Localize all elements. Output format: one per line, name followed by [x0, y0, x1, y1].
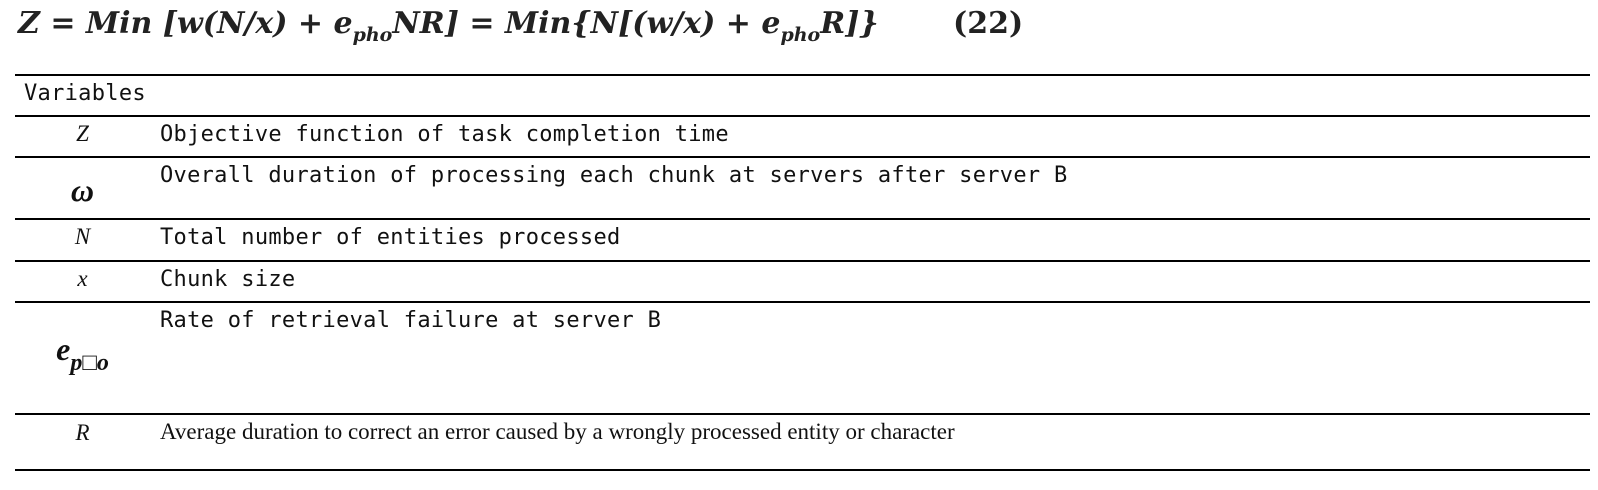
variable-description: Average duration to correct an error cau…: [160, 419, 955, 444]
table-row: R Average duration to correct an error c…: [15, 413, 1590, 471]
equation-subscript-1: pho: [352, 24, 393, 46]
table-header-row: Variables: [15, 74, 1590, 115]
variable-description: Chunk size: [160, 267, 296, 292]
equation-22: Z = Min [w(N/x) + ephoNR] = Min{N[(w/x) …: [18, 2, 1018, 52]
equation-part-3: R]}: [820, 6, 879, 41]
variable-description: Total number of entities processed: [160, 225, 621, 250]
table-row: N Total number of entities processed: [15, 218, 1590, 260]
variable-description: Objective function of task completion ti…: [160, 122, 729, 147]
variable-description: Overall duration of processing each chun…: [160, 163, 1068, 188]
variable-symbol: x: [77, 266, 88, 291]
variable-symbol: R: [75, 420, 90, 445]
symbol-base: e: [56, 331, 71, 367]
variable-symbol: ω: [70, 172, 95, 208]
table-row: Z Objective function of task completion …: [15, 115, 1590, 156]
variable-symbol: Z: [76, 121, 89, 146]
equation-part-1: Z = Min [w(N/x) + e: [18, 6, 353, 41]
variable-description: Rate of retrieval failure at server B: [160, 308, 662, 333]
variable-symbol: ep□o: [15, 331, 150, 375]
equation-part-2: NR] = Min{N[(w/x) + e: [392, 6, 781, 41]
table-row: x Chunk size: [15, 260, 1590, 301]
variables-table: Variables Z Objective function of task c…: [15, 74, 1590, 471]
symbol-subscript: p□o: [70, 350, 109, 376]
table-header: Variables: [24, 81, 146, 106]
equation-subscript-2: pho: [780, 24, 821, 46]
variable-symbol: N: [74, 224, 91, 249]
equation-number: (22): [953, 6, 1024, 41]
table-row: ep□o Rate of retrieval failure at server…: [15, 301, 1590, 413]
table-row: ω Overall duration of processing each ch…: [15, 156, 1590, 218]
